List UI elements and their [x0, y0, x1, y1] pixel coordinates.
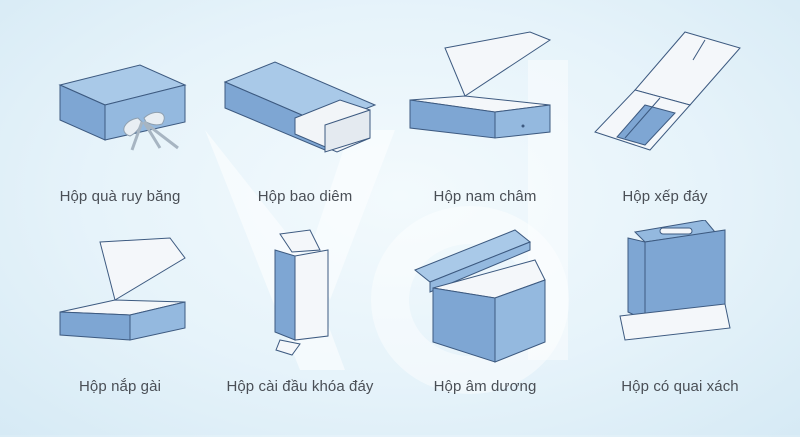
product-label: Hộp xếp đáy	[622, 188, 708, 205]
product-card-tuck-lid-box[interactable]: Hộp nắp gài	[20, 220, 220, 437]
magnetic-box-icon	[409, 31, 552, 139]
lock-bottom-box-icon	[274, 229, 329, 356]
product-label: Hộp quà ruy băng	[59, 188, 181, 205]
folding-bottom-box-icon	[594, 31, 741, 151]
product-card-ribbon-box[interactable]: Hộp quà ruy băng	[20, 10, 220, 227]
product-card-lid-and-base-box[interactable]: Hộp âm dương	[385, 220, 585, 437]
product-label: Hộp âm dương	[433, 378, 537, 395]
product-card-handle-box[interactable]: Hộp có quai xách	[580, 220, 780, 437]
product-label: Hộp nam châm	[433, 188, 537, 205]
ribbon-gift-box-icon	[58, 64, 187, 151]
product-card-magnetic-box[interactable]: Hộp nam châm	[385, 10, 585, 227]
product-card-matchbox[interactable]: Hộp bao diêm	[205, 10, 405, 227]
product-card-folding-box[interactable]: Hộp xếp đáy	[565, 10, 765, 227]
product-label: Hộp cài đầu khóa đáy	[226, 378, 374, 395]
matchbox-icon	[223, 61, 377, 153]
tuck-lid-box-icon	[59, 237, 186, 341]
handle-carry-box-icon	[619, 220, 731, 341]
product-label: Hộp bao diêm	[257, 188, 353, 205]
product-card-lock-bottom-box[interactable]: Hộp cài đầu khóa đáy	[200, 220, 400, 437]
product-label: Hộp có quai xách	[621, 378, 739, 395]
product-label: Hộp nắp gài	[79, 378, 161, 395]
lid-and-base-box-icon	[414, 229, 546, 363]
